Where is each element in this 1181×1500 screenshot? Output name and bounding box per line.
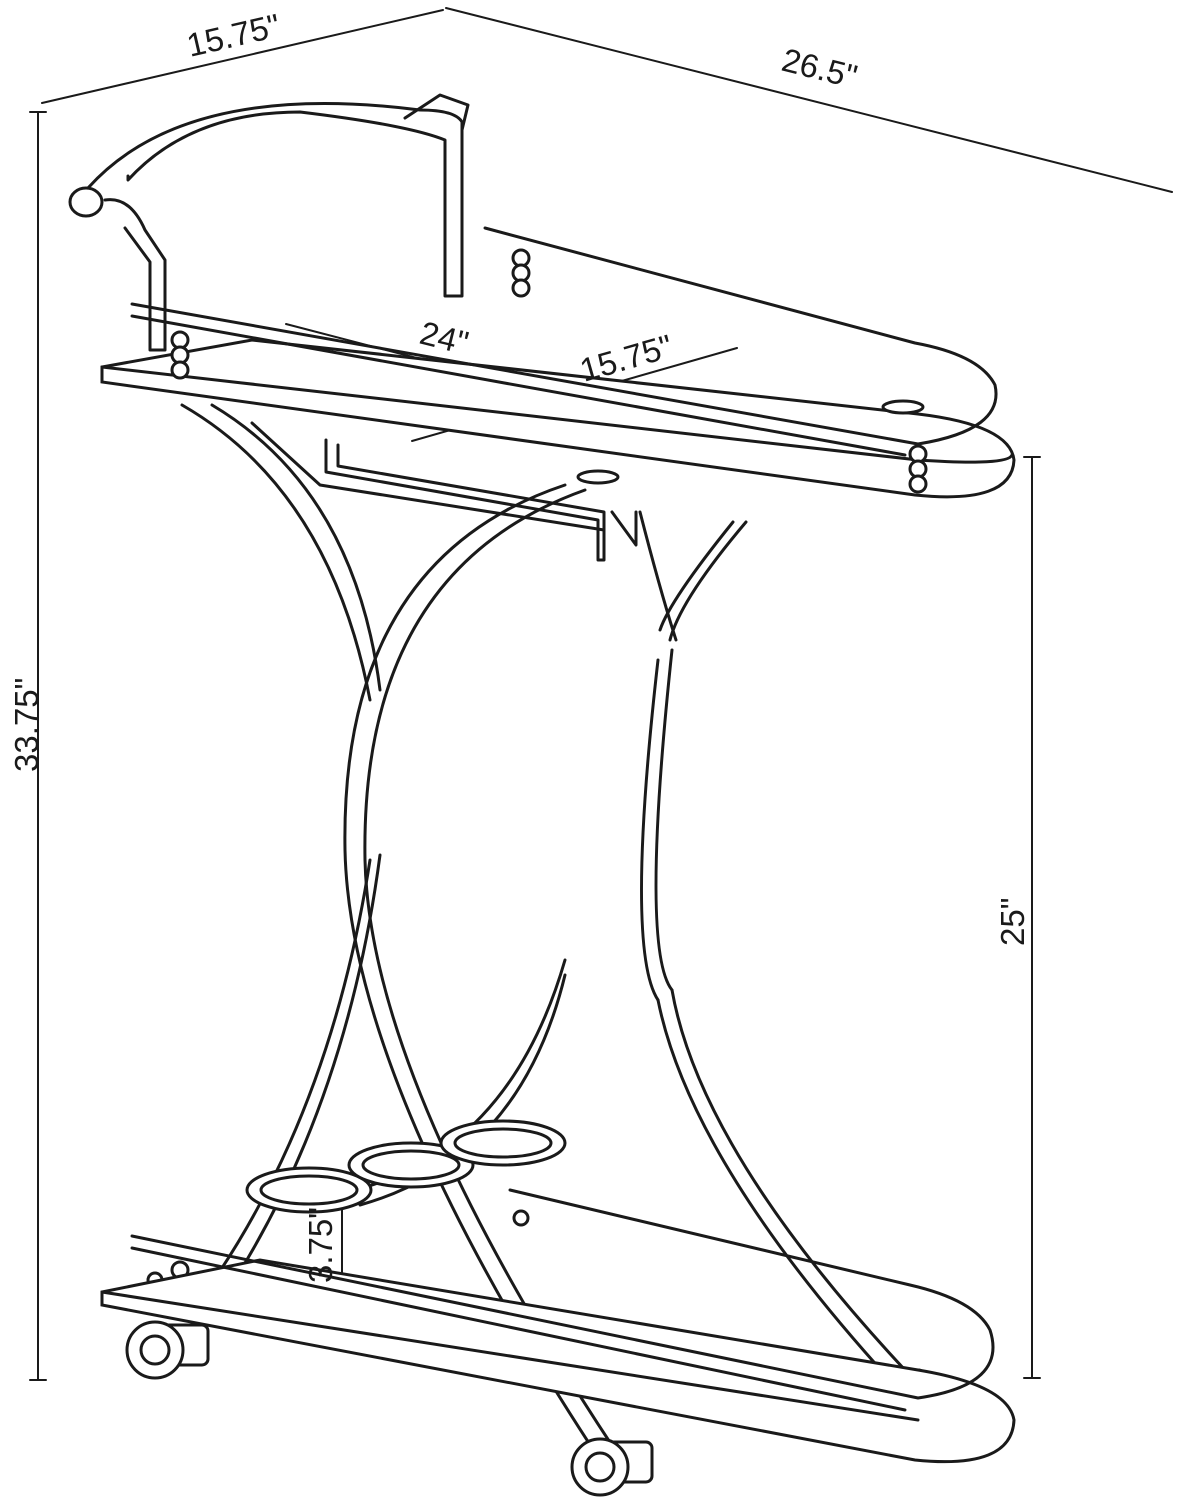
bottle-rings	[245, 1119, 567, 1214]
label-overall-height: 33.75"	[8, 678, 45, 772]
dimension-lines	[29, 7, 1173, 1381]
casters	[125, 1320, 654, 1497]
cart-handle	[68, 93, 470, 352]
bottom-shelf	[100, 1188, 1016, 1464]
dimension-labels: 15.75" 26.5" 33.75" 24" 15.75" 25" 3.75"	[8, 7, 1031, 1283]
label-rail-height: 3.75"	[302, 1207, 339, 1283]
label-shelf-height: 25"	[994, 898, 1031, 946]
label-top-width: 26.5"	[778, 41, 861, 95]
frame-arcs	[180, 403, 907, 1462]
top-shelf	[100, 226, 1016, 562]
label-shelf-length: 24"	[416, 314, 472, 362]
label-top-depth: 15.75"	[183, 7, 283, 64]
